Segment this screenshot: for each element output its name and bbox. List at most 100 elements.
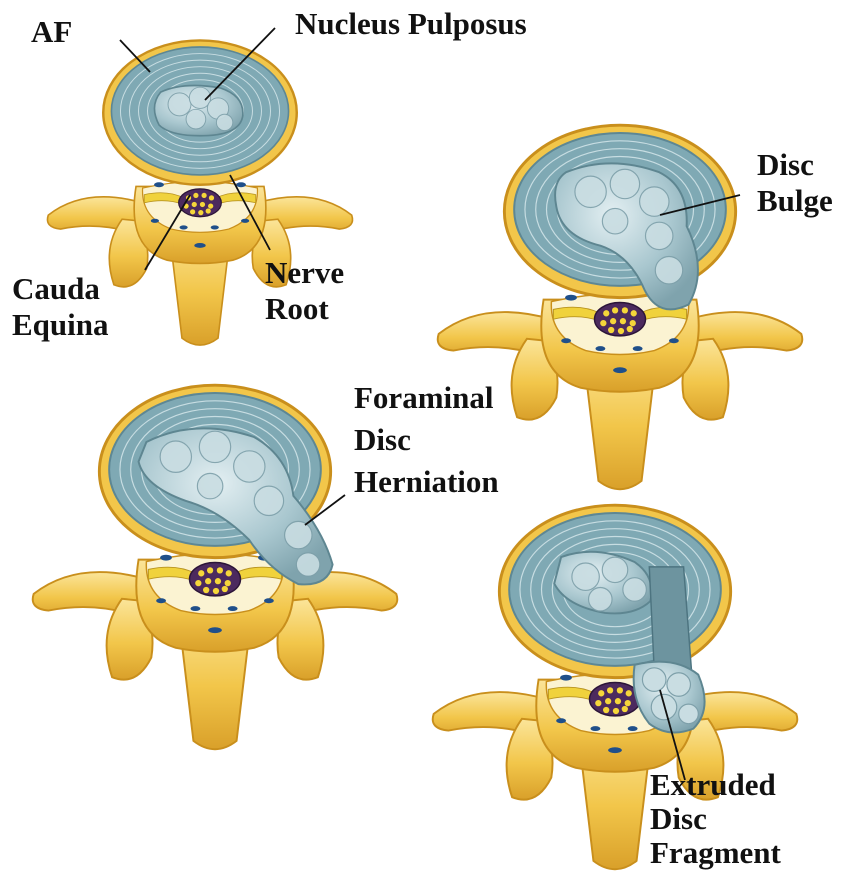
- nucleus-lobule: [645, 222, 672, 249]
- fragment-lobule: [667, 673, 691, 697]
- nerve-fiber: [612, 307, 618, 313]
- fragment-lobule: [679, 704, 699, 724]
- nerve-fiber: [222, 586, 228, 592]
- epidural-vessel: [151, 219, 159, 223]
- label-extruded-line2: Disc: [650, 802, 781, 836]
- nerve-fiber: [203, 587, 209, 593]
- epidural-vessel: [180, 225, 188, 229]
- epidural-vessel: [160, 555, 172, 561]
- nerve-fiber: [610, 318, 616, 324]
- label-nerve-root-line2: Root: [265, 291, 344, 327]
- label-nerve-root: Nerve Root: [265, 255, 344, 327]
- nerve-fiber: [605, 698, 611, 704]
- nerve-fiber: [622, 307, 628, 313]
- label-foraminal-line2: Disc: [354, 419, 499, 461]
- label-disc-bulge: Disc Bulge: [757, 147, 833, 219]
- epidural-vessel: [613, 367, 627, 373]
- epidural-vessel: [236, 182, 246, 187]
- nerve-fiber: [213, 588, 219, 594]
- nerve-fiber: [206, 208, 211, 213]
- label-cauda-equina: Cauda Equina: [12, 271, 109, 343]
- nerve-fiber: [209, 195, 214, 200]
- nerve-fiber: [620, 318, 626, 324]
- nerve-fiber: [622, 706, 628, 712]
- nerve-fiber: [617, 687, 623, 693]
- epidural-vessel: [591, 726, 601, 731]
- nucleus-lobule: [572, 563, 599, 590]
- epidural-vessel: [194, 243, 205, 248]
- nerve-fiber: [608, 327, 614, 333]
- nerve-fiber: [217, 567, 223, 573]
- epidural-vessel: [211, 225, 219, 229]
- nucleus-lobule: [589, 587, 613, 611]
- epidural-vessel: [560, 675, 572, 681]
- nucleus-lobule: [640, 187, 669, 216]
- label-nucleus-pulposus: Nucleus Pulposus: [295, 6, 527, 42]
- label-nucleus-pulposus-text: Nucleus Pulposus: [295, 6, 527, 42]
- nucleus-lobule: [197, 473, 222, 498]
- label-foraminal-disc-herniation: Foraminal Disc Herniation: [354, 377, 499, 503]
- label-disc-bulge-line2: Bulge: [757, 183, 833, 219]
- epidural-vessel: [154, 182, 164, 187]
- nerve-fiber: [207, 567, 213, 573]
- nerve-fiber: [603, 707, 609, 713]
- nerve-fiber: [192, 202, 197, 207]
- nerve-fiber: [200, 202, 205, 207]
- nerve-fiber: [631, 310, 637, 316]
- nerve-fiber: [215, 578, 221, 584]
- nucleus-lobule: [602, 208, 627, 233]
- nucleus-lobule: [216, 114, 232, 130]
- nerve-fiber: [615, 698, 621, 704]
- nucleus-lobule: [655, 256, 682, 283]
- nucleus-lobule: [285, 521, 312, 548]
- epidural-vessel: [628, 726, 638, 731]
- nerve-fiber: [603, 310, 609, 316]
- nerve-fiber: [225, 580, 231, 586]
- vertebra-foraminal-herniation: [33, 385, 398, 749]
- label-extruded-line1: Extruded: [650, 768, 781, 802]
- label-af: AF: [31, 14, 72, 50]
- label-cauda-equina-line1: Cauda: [12, 271, 109, 307]
- epidural-vessel: [264, 598, 274, 603]
- nucleus-lobule: [610, 169, 639, 198]
- epidural-vessel: [608, 747, 622, 753]
- epidural-vessel: [633, 346, 643, 351]
- epidural-vessel: [191, 606, 201, 611]
- nerve-fiber: [625, 700, 631, 706]
- nerve-fiber: [226, 570, 232, 576]
- label-nerve-root-line1: Nerve: [265, 255, 344, 291]
- nucleus-lobule: [623, 578, 647, 602]
- nerve-fiber: [627, 326, 633, 332]
- epidural-vessel: [561, 338, 571, 343]
- nucleus-lobule: [575, 176, 606, 207]
- epidural-vessel: [596, 346, 606, 351]
- nerve-fiber: [613, 708, 619, 714]
- nerve-fiber: [595, 700, 601, 706]
- nucleus-lobule: [160, 441, 191, 472]
- nucleus-lobule: [186, 109, 206, 129]
- label-foraminal-line3: Herniation: [354, 461, 499, 503]
- epidural-vessel: [228, 606, 238, 611]
- nerve-fiber: [607, 687, 613, 693]
- epidural-vessel: [208, 627, 222, 633]
- nerve-fiber: [598, 690, 604, 696]
- nucleus-lobule: [234, 451, 265, 482]
- fragment-lobule: [642, 668, 666, 692]
- nerve-fiber: [208, 203, 213, 208]
- nerve-fiber: [630, 320, 636, 326]
- nerve-fiber: [201, 193, 206, 198]
- nerve-fiber: [205, 578, 211, 584]
- epidural-vessel: [241, 219, 249, 223]
- nerve-fiber: [195, 580, 201, 586]
- nerve-fiber: [193, 193, 198, 198]
- epidural-vessel: [156, 598, 166, 603]
- nerve-fiber: [600, 320, 606, 326]
- label-extruded-disc-fragment: Extruded Disc Fragment: [650, 768, 781, 870]
- label-af-text: AF: [31, 14, 72, 50]
- annular-tear: [649, 567, 691, 670]
- label-extruded-line3: Fragment: [650, 836, 781, 870]
- nucleus-lobule: [602, 557, 627, 582]
- epidural-vessel: [556, 718, 566, 723]
- nerve-fiber: [198, 210, 203, 215]
